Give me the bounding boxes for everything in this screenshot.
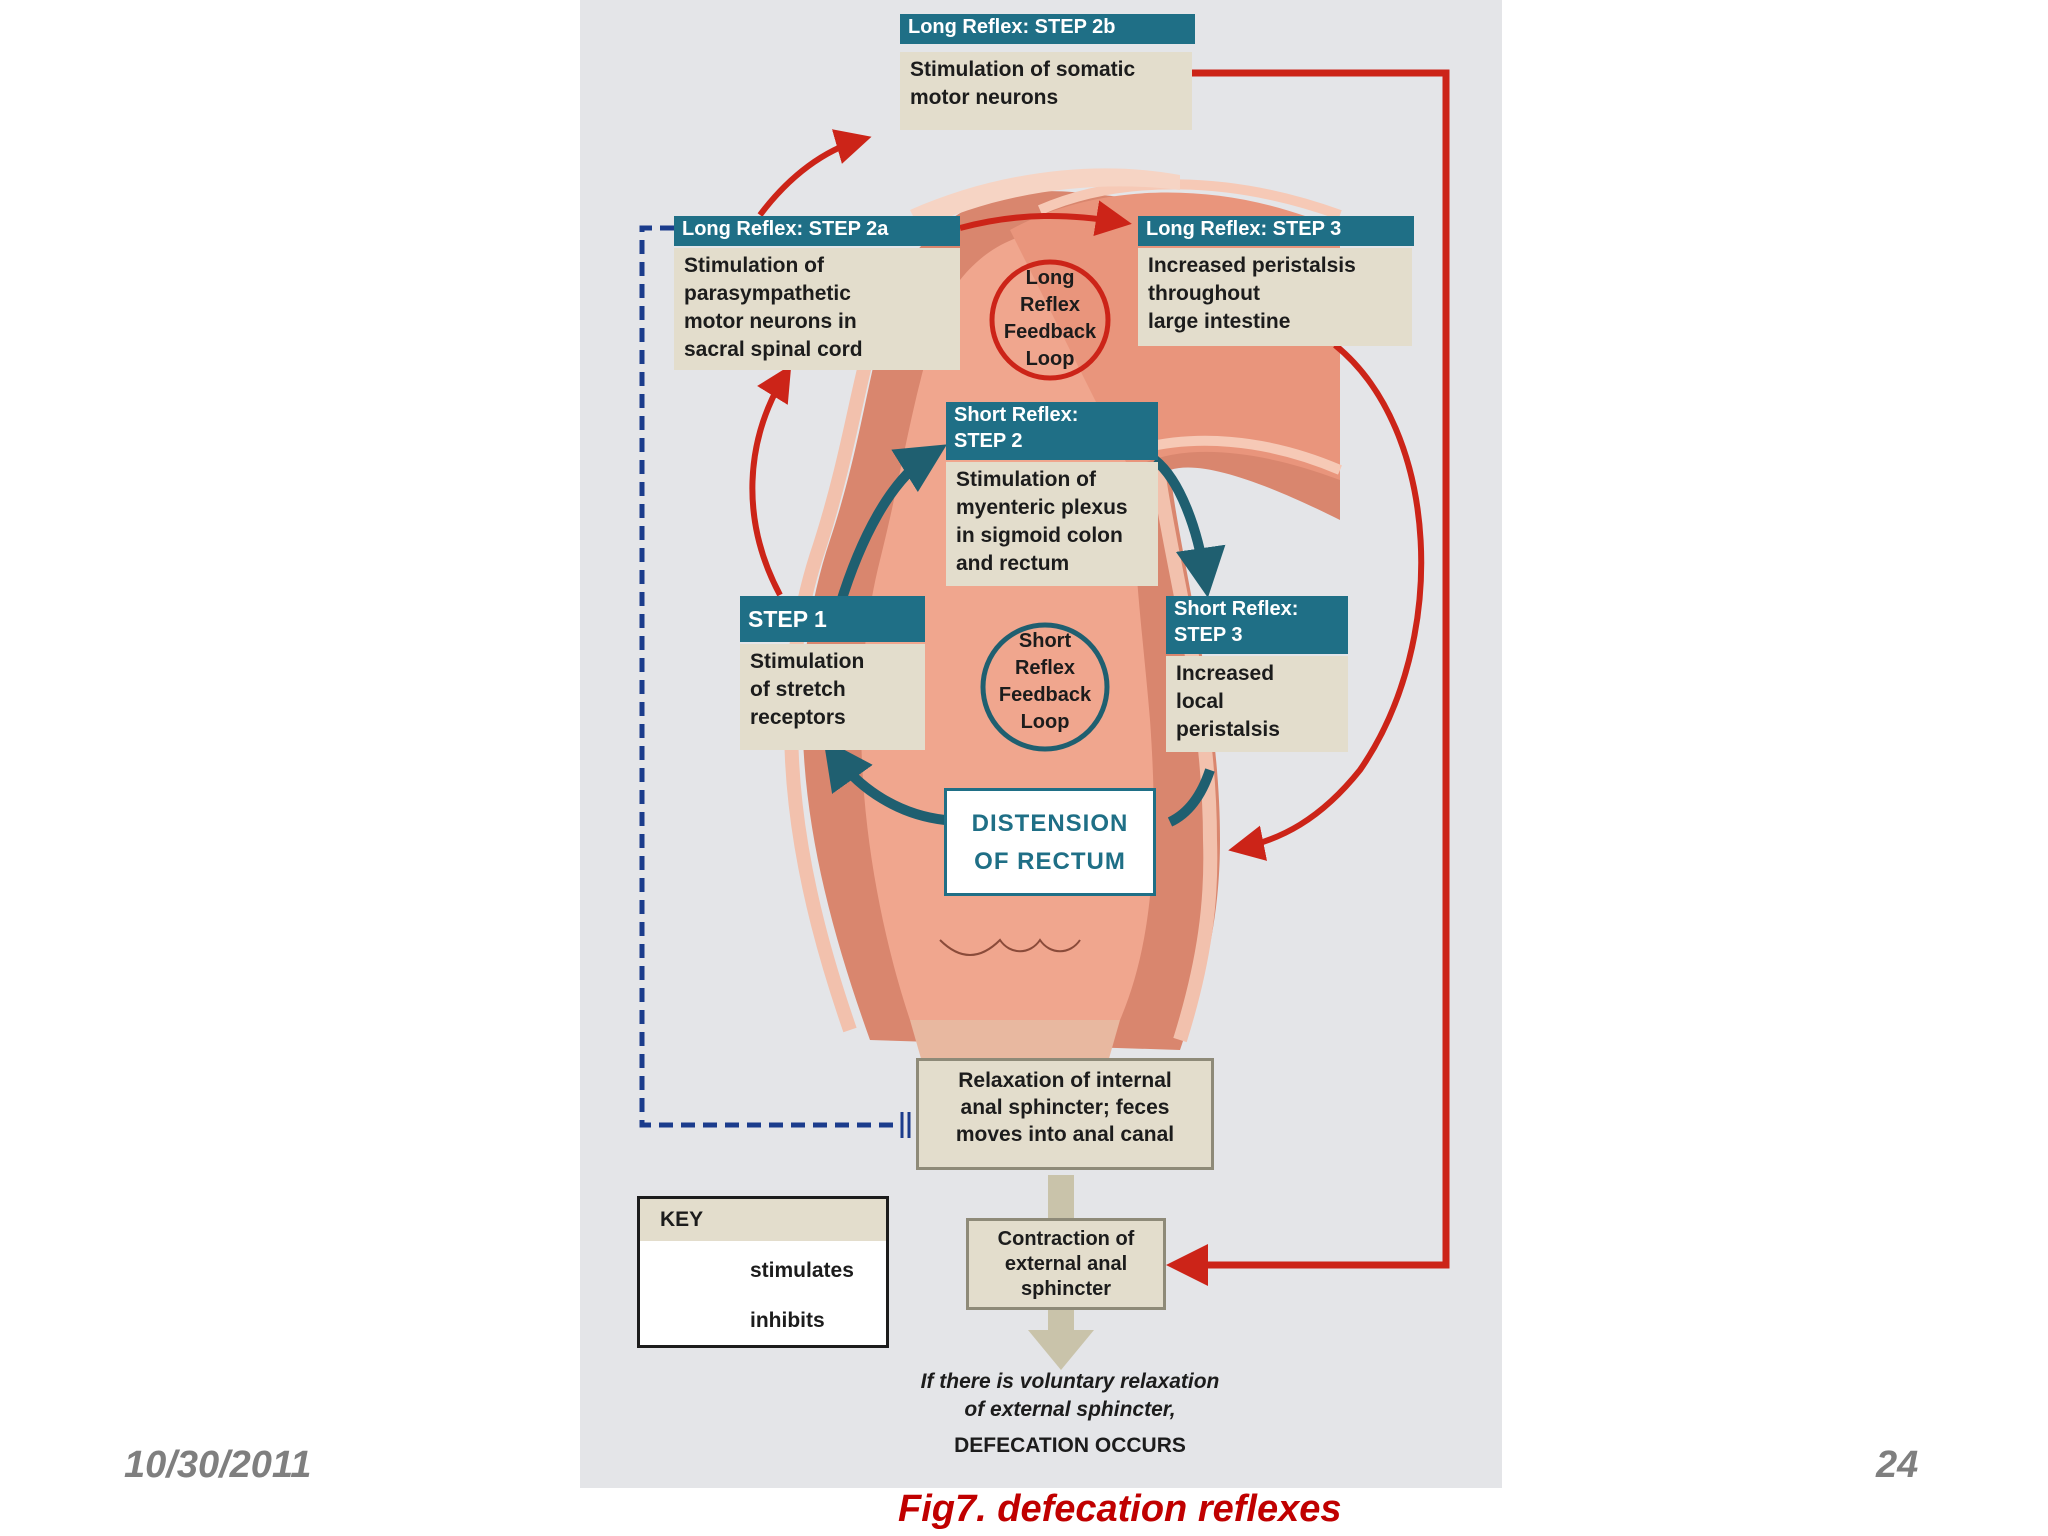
arrow-step1-to-short-step2 [835, 444, 947, 607]
arrow-step2a-to-step3 [959, 200, 1132, 236]
long-step-2b-body: Stimulation of somatic motor neurons [900, 52, 1192, 130]
arrow-distension-to-step1 [823, 738, 946, 825]
long-step-3-header: Long Reflex: STEP 3 [1138, 216, 1414, 246]
long-loop-circle [989, 259, 1111, 381]
tan-arrow-head [1028, 1330, 1094, 1370]
anal-valves [939, 938, 1081, 956]
long-step-2a-header: Long Reflex: STEP 2a [674, 216, 960, 246]
short-loop-circle [980, 622, 1110, 752]
step-1-header: STEP 1 [740, 596, 925, 642]
colon-top-band [910, 168, 1180, 230]
key-title: KEY [660, 1208, 704, 1231]
long-loop-label: Long Reflex Feedback Loop [1003, 267, 1097, 370]
long-step-3-body: Increased peristalsis throughout large i… [1138, 248, 1412, 346]
arrow-step2a-to-step2b [757, 129, 872, 217]
short-step-2-header: Short Reflex: STEP 2 [946, 402, 1158, 460]
step-1-body: Stimulation of stretch receptors [740, 644, 925, 750]
key-stimulates-label: stimulates [750, 1259, 854, 1282]
arrow-step1-to-step2a [749, 364, 792, 597]
arrow-step2b-to-contraction [1166, 69, 1450, 1286]
defecation-occurs-label: DEFECATION OCCURS [954, 1434, 1186, 1457]
long-step-2b-header: Long Reflex: STEP 2b [900, 14, 1195, 44]
key-header-band [640, 1199, 886, 1241]
slide-date: 10/30/2011 [124, 1444, 312, 1486]
slide-page-number: 24 [1876, 1444, 1919, 1486]
arrow-short-step2-to-short-step3 [1151, 456, 1226, 598]
short-step-3-header: Short Reflex: STEP 3 [1166, 596, 1348, 654]
colon-wall-stripe-right [1151, 469, 1218, 1043]
short-step-3-body: Increased local peristalsis [1166, 656, 1348, 752]
voluntary-relaxation-note: If there is voluntary relaxation of exte… [920, 1370, 1220, 1421]
defecation-reflex-figure: Long Reflex: STEP 2b Stimulation of soma… [580, 0, 1502, 1488]
short-loop-label: Short Reflex Feedback Loop [998, 630, 1092, 733]
arrow-short-step3-to-distension [1167, 768, 1215, 827]
long-step-2a-body: Stimulation of parasympathetic motor neu… [674, 248, 960, 370]
arrow-step3-to-distension [1228, 342, 1425, 861]
distension-of-rectum-box: DISTENSION OF RECTUM [944, 788, 1156, 896]
relaxation-box: Relaxation of internal anal sphincter; f… [916, 1058, 1214, 1170]
key-inhibits-label: inhibits [750, 1309, 825, 1332]
figure-caption: Fig7. defecation reflexes [898, 1488, 1342, 1530]
inhibit-dashed-line [639, 225, 898, 1128]
key-box: KEY stimulates inhibits [637, 1196, 889, 1348]
contraction-box: Contraction of external anal sphincter [966, 1218, 1166, 1310]
short-step-2-body: Stimulation of myenteric plexus in sigmo… [946, 462, 1158, 586]
tan-arrow-shaft-1 [1048, 1175, 1074, 1223]
